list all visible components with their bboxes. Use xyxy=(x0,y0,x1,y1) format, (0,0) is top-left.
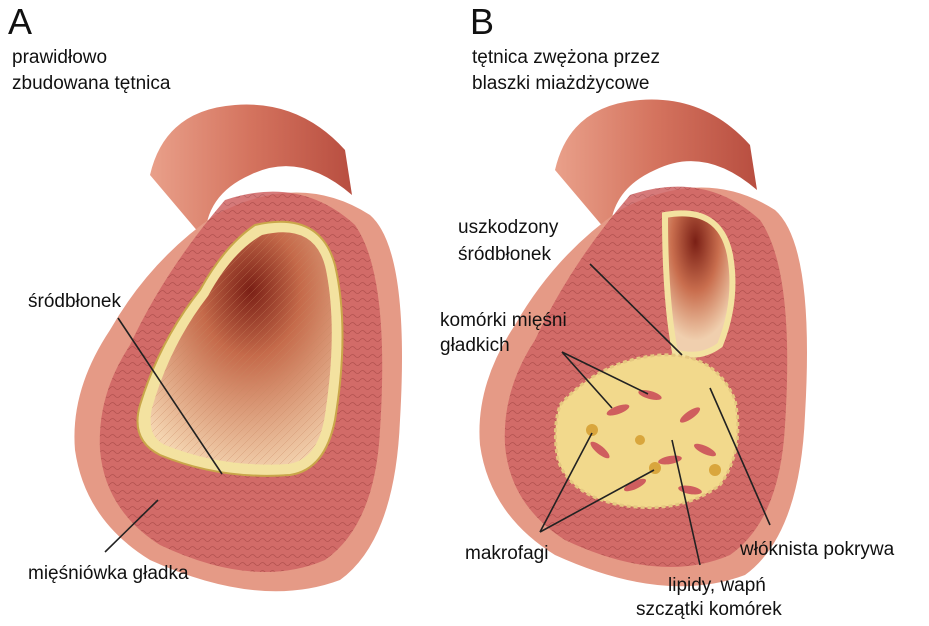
macrophage xyxy=(635,435,645,445)
artery-a xyxy=(74,105,402,592)
label-lipids-line2: szczątki komórek xyxy=(636,598,782,621)
macrophage xyxy=(709,464,721,476)
label-endothelium: śródbłonek xyxy=(28,290,121,313)
label-damaged-endothelium-line1: uszkodzony xyxy=(458,216,558,239)
label-macrophages: makrofagi xyxy=(465,542,548,565)
panel-b-caption-line1: tętnica zwężona przez xyxy=(472,46,660,69)
panel-a-caption-line1: prawidłowo xyxy=(12,46,107,69)
label-smooth-muscle-cells-line2: gładkich xyxy=(440,334,510,357)
artery-b-lumen xyxy=(665,213,732,354)
panel-a-caption-line2: zbudowana tętnica xyxy=(12,72,170,95)
label-smooth-muscle-cells-line1: komórki mięśni xyxy=(440,309,567,332)
label-damaged-endothelium-line2: śródbłonek xyxy=(458,243,551,266)
panel-a-letter: A xyxy=(8,4,32,40)
label-lipids-line1: lipidy, wapń xyxy=(668,574,766,597)
label-fibrous-cap: włóknista pokrywa xyxy=(740,538,894,561)
panel-b-letter: B xyxy=(470,4,494,40)
artery-b xyxy=(479,100,807,587)
label-smooth-muscle-layer: mięśniówka gładka xyxy=(28,562,189,585)
panel-b-caption-line2: blaszki miażdżycowe xyxy=(472,72,649,95)
